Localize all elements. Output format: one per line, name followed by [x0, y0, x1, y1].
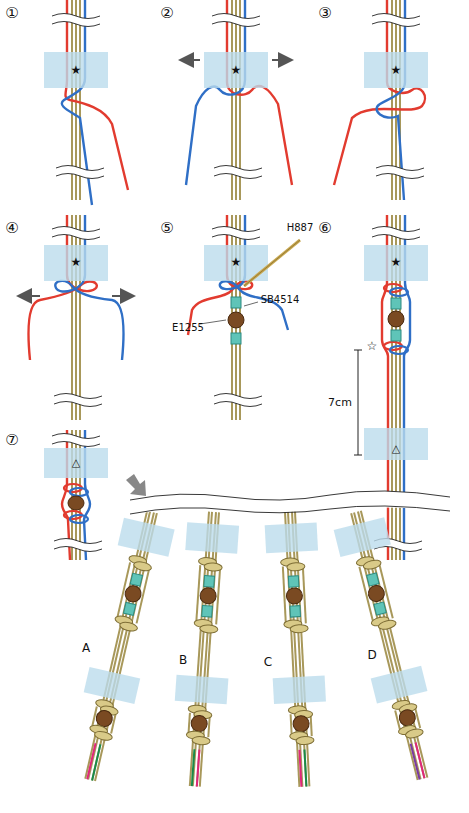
- position-mark: ★: [391, 64, 402, 76]
- strand-letter: C: [264, 656, 272, 668]
- position-mark: ★: [71, 64, 82, 76]
- dimension-label: 7cm: [328, 397, 352, 408]
- position-mark: △: [392, 443, 400, 454]
- part-label: E1255: [172, 323, 204, 333]
- position-mark: △: [72, 457, 80, 468]
- step-number: ④: [5, 221, 18, 236]
- strand-letter: D: [367, 649, 376, 661]
- position-mark: ★: [231, 64, 242, 76]
- step-number: ①: [5, 6, 18, 21]
- position-mark: ★: [231, 256, 242, 268]
- step-number: ②: [160, 6, 173, 21]
- position-mark: ☆: [367, 340, 378, 352]
- strand-letter: B: [179, 654, 187, 666]
- position-mark: ★: [391, 256, 402, 268]
- part-label: SB4514: [261, 295, 300, 305]
- strand-letter: A: [82, 642, 90, 654]
- part-label: H887: [287, 223, 314, 233]
- step-number: ③: [318, 6, 331, 21]
- position-mark: ★: [71, 256, 82, 268]
- step-number: ⑤: [160, 221, 173, 236]
- step-number: ⑥: [318, 221, 331, 236]
- step-number: ⑦: [5, 433, 18, 448]
